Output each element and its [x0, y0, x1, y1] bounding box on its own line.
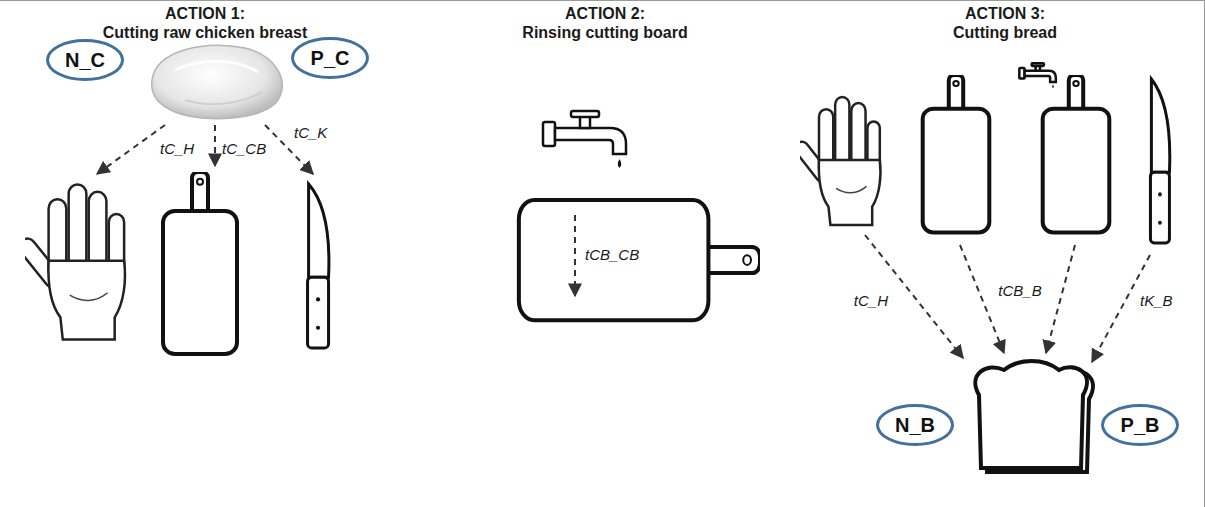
hand-icon	[793, 97, 881, 225]
transfer-arrow	[97, 125, 165, 174]
transfer-arrow	[1046, 245, 1075, 353]
transfer-label: tC_K	[294, 124, 327, 142]
bread-slice	[975, 361, 1093, 472]
transfer-arrow	[214, 125, 216, 166]
hand-icon	[16, 184, 125, 339]
state-label: N_B	[876, 404, 954, 437]
faucet-icon	[1019, 63, 1056, 88]
transfer-arrow	[960, 245, 1004, 353]
action-title: ACTION 2:	[565, 4, 645, 23]
state-label: P_C	[291, 37, 369, 70]
cutting-board-icon	[519, 200, 760, 320]
action-title: ACTION 1:	[165, 4, 245, 23]
transfer-label: tK_B	[1140, 292, 1173, 310]
rinsed-cutting-board-icon	[1043, 75, 1110, 232]
action-title: Cutting raw chicken breast	[103, 23, 308, 42]
state-ellipse: P_C	[291, 37, 369, 79]
action-title: ACTION 3:	[965, 4, 1045, 23]
transfer-label: tC_CB	[222, 140, 266, 158]
knife-icon	[308, 184, 329, 348]
state-ellipse: P_B	[1101, 404, 1179, 446]
faucet-icon	[543, 111, 626, 168]
frame-line	[1204, 0, 1205, 507]
raw-chicken-breast	[152, 45, 282, 118]
cutting-board-icon	[923, 75, 990, 232]
action-title: Cutting bread	[953, 23, 1057, 42]
action-title: Rinsing cutting board	[522, 23, 687, 42]
state-ellipse: N_C	[46, 39, 124, 81]
knife-icon	[1150, 79, 1169, 243]
transfer-label: tC_H	[854, 292, 888, 310]
state-ellipse: N_B	[876, 404, 954, 446]
transfer-label: tC_H	[160, 140, 194, 158]
state-label: N_C	[46, 39, 124, 72]
transfer-label: tCB_B	[998, 282, 1041, 300]
frame-line	[0, 0, 1205, 1]
rinse-arrow	[574, 215, 576, 296]
cutting-board-icon	[163, 172, 237, 354]
state-label: P_B	[1101, 404, 1179, 437]
transfer-label: tCB_CB	[585, 246, 639, 264]
